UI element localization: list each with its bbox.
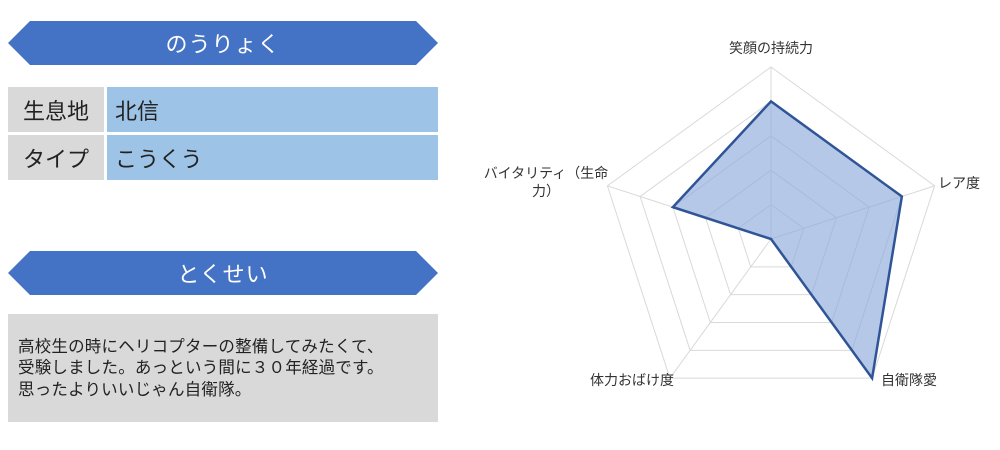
trait-banner-label: とくせい [177,263,269,288]
info-row-type: タイプ こうくう [8,135,438,180]
info-value: こうくう [107,135,438,180]
trait-banner: とくせい [8,251,438,295]
description-line: 受験しました。あっという間に３０年経過です。 [18,358,384,378]
ability-banner-label: のうりょく [165,33,281,58]
radar-axis-label: 笑顔の持続力 [729,40,813,57]
info-key: 生息地 [8,87,104,132]
radar-axis-label-line: 体力おばけ度 [590,373,674,389]
radar-axis-label: 自衛隊愛 [881,373,937,389]
radar-series-area [670,99,904,382]
info-row-habitat: 生息地 北信 [8,87,438,132]
description-box: 高校生の時にヘリコプターの整備してみたくて、 受験しました。あっという間に３０年… [8,314,438,422]
radar-axis-label: 体力おばけ度 [590,373,674,389]
ability-banner: のうりょく [8,21,438,65]
radar-axis-label: レア度 [938,176,980,192]
radar-axis-label-line: 笑顔の持続力 [729,40,813,57]
info-value: 北信 [107,87,438,132]
info-key: タイプ [8,135,104,180]
description-line: 思ったよりいいじゃん自衛隊。 [18,379,252,399]
description-line: 高校生の時にヘリコプターの整備してみたくて、 [18,337,384,356]
radar-axis-label-line: バイタリティ（生命 [484,165,609,182]
radar-axis-label: バイタリティ（生命力） [484,165,609,200]
radar-axis-label-line: 自衛隊愛 [881,373,937,389]
info-table: 生息地 北信 タイプ こうくう [8,87,438,183]
radar-axis-label-line: レア度 [938,176,980,192]
radar-axis-label-line: 力） [532,184,560,200]
radar-gridline [606,66,936,379]
radar-spoke [669,238,772,379]
